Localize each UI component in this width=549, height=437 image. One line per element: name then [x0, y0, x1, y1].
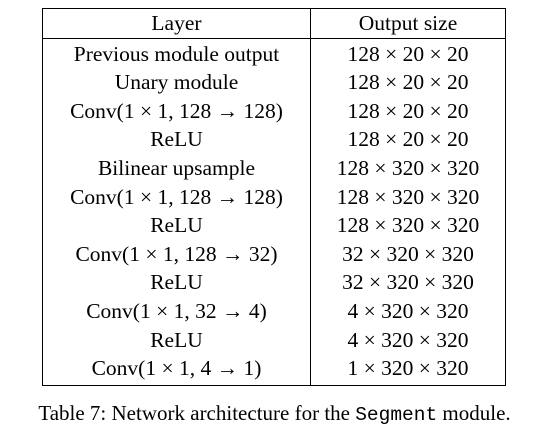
- table-row: ReLU 4 × 320 × 320: [42, 325, 506, 355]
- table-row: Unary module 128 × 20 × 20: [42, 68, 506, 97]
- table-row: Previous module output 128 × 20 × 20: [42, 38, 506, 69]
- column-header-output-size: Output size: [310, 8, 506, 39]
- table-caption: Table 7: Network architecture for the Se…: [0, 401, 549, 426]
- table-row: Conv(1 × 1, 128 → 128) 128 × 320 × 320: [42, 182, 506, 212]
- layer-cell: ReLU: [42, 325, 311, 355]
- output-size-cell: 128 × 20 × 20: [347, 70, 469, 95]
- layer-cell: Conv(1 × 1, 32 → 4): [42, 296, 311, 326]
- caption-prefix: Table 7: Network architecture for the: [38, 401, 356, 425]
- architecture-table: Layer Output size Previous module output…: [42, 8, 506, 386]
- layer-cell: ReLU: [42, 211, 311, 240]
- table-row: ReLU 128 × 20 × 20: [42, 125, 506, 154]
- layer-cell: Previous module output: [42, 38, 311, 69]
- layer-cell: Bilinear upsample: [42, 153, 311, 183]
- layer-cell: ReLU: [42, 125, 311, 154]
- table-row: Bilinear upsample 128 × 320 × 320: [42, 153, 506, 183]
- layer-cell: Conv(1 × 1, 128 → 32): [42, 239, 311, 269]
- output-size-cell: 32 × 320 × 320: [342, 241, 474, 266]
- table-row: Conv(1 × 1, 32 → 4) 4 × 320 × 320: [42, 296, 506, 326]
- layer-cell: Conv(1 × 1, 128 → 128): [42, 96, 311, 126]
- output-size-cell: 128 × 20 × 20: [347, 127, 469, 152]
- caption-code: Segment: [355, 404, 438, 426]
- table-row: Conv(1 × 1, 4 → 1) 1 × 320 × 320: [42, 354, 506, 386]
- table-row: ReLU 128 × 320 × 320: [42, 211, 506, 240]
- output-size-cell: 128 × 320 × 320: [336, 184, 480, 209]
- caption-suffix: module.: [437, 401, 511, 425]
- output-size-cell: 128 × 20 × 20: [347, 41, 469, 66]
- layer-cell: Unary module: [42, 68, 311, 97]
- table-row: ReLU 32 × 320 × 320: [42, 268, 506, 297]
- table-row: Conv(1 × 1, 128 → 32) 32 × 320 × 320: [42, 239, 506, 269]
- output-size-cell: 4 × 320 × 320: [347, 327, 469, 352]
- layer-cell: Conv(1 × 1, 4 → 1): [42, 354, 311, 386]
- output-size-cell: 1 × 320 × 320: [347, 356, 469, 381]
- output-size-cell: 32 × 320 × 320: [342, 270, 474, 295]
- table-row: Conv(1 × 1, 128 → 128) 128 × 20 × 20: [42, 96, 506, 126]
- output-size-cell: 128 × 320 × 320: [336, 155, 480, 180]
- output-size-cell: 4 × 320 × 320: [347, 298, 469, 323]
- output-size-cell: 128 × 20 × 20: [347, 98, 469, 123]
- layer-cell: Conv(1 × 1, 128 → 128): [42, 182, 311, 212]
- column-header-layer: Layer: [42, 8, 311, 39]
- layer-cell: ReLU: [42, 268, 311, 297]
- table-header-row: Layer Output size: [42, 8, 506, 39]
- output-size-cell: 128 × 320 × 320: [336, 213, 480, 238]
